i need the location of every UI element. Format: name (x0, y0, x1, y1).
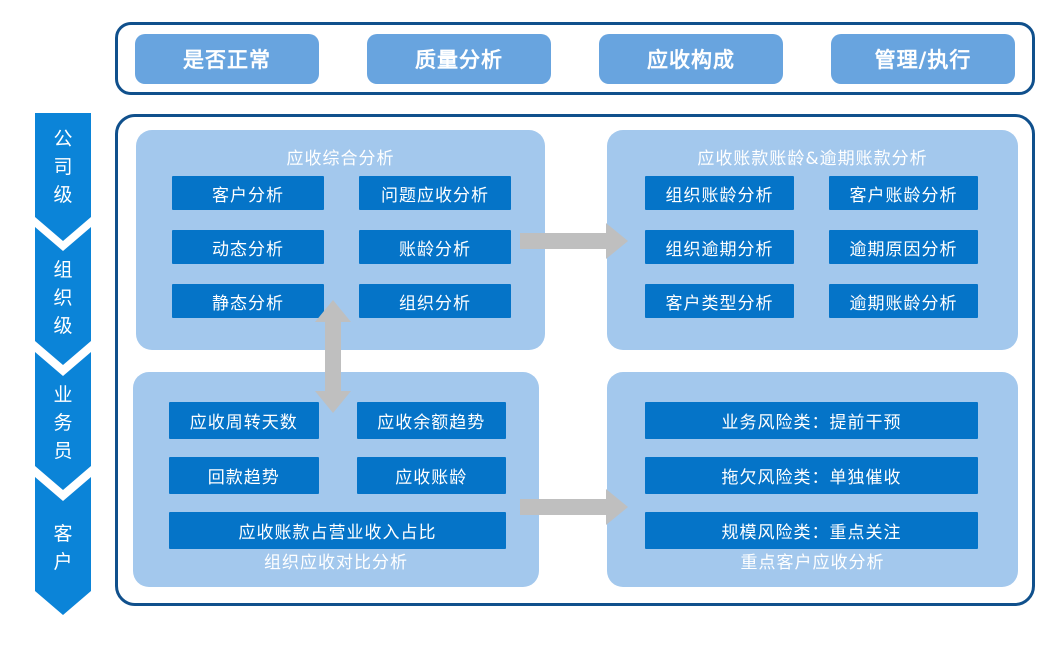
button-balance-trend[interactable]: 应收余额趋势 (356, 402, 506, 439)
level-label: 业务员 (53, 384, 73, 462)
level-chevron-organization: 组织级 (35, 227, 91, 365)
button-org-aging-analysis[interactable]: 组织账龄分析 (645, 176, 794, 210)
panel-button-grid: 应收周转天数 应收余额趋势 回款趋势 应收账龄 应收账款占营业收入占比 (169, 402, 506, 549)
panel-button-grid: 客户分析 问题应收分析 动态分析 账龄分析 静态分析 组织分析 (172, 176, 511, 318)
tab-normal-status[interactable]: 是否正常 (135, 33, 319, 84)
panel-aging-overdue-analysis: 应收账款账龄&逾期账款分析 组织账龄分析 客户账龄分析 组织逾期分析 逾期原因分… (607, 130, 1018, 350)
main-diagram-container: 应收综合分析 客户分析 问题应收分析 动态分析 账龄分析 静态分析 组织分析 应… (115, 114, 1035, 606)
button-org-overdue-analysis[interactable]: 组织逾期分析 (645, 230, 794, 264)
panel-title: 应收账款账龄&逾期账款分析 (697, 149, 928, 169)
button-turnover-days[interactable]: 应收周转天数 (169, 402, 319, 439)
level-chevron-customer: 客户 (35, 477, 91, 615)
button-customer-analysis[interactable]: 客户分析 (172, 176, 324, 210)
button-customer-type-analysis[interactable]: 客户类型分析 (645, 284, 794, 318)
panel-key-customer-analysis: 业务风险类：提前干预 拖欠风险类：单独催收 规模风险类：重点关注 重点客户应收分… (607, 372, 1018, 587)
button-collection-trend[interactable]: 回款趋势 (169, 457, 319, 494)
button-default-risk-separate-collection[interactable]: 拖欠风险类：单独催收 (645, 457, 978, 494)
panel-title: 应收综合分析 (286, 149, 395, 169)
button-aging-analysis[interactable]: 账龄分析 (359, 230, 511, 264)
tab-quality-analysis[interactable]: 质量分析 (367, 33, 551, 84)
button-organization-analysis[interactable]: 组织分析 (359, 284, 511, 318)
panel-title: 重点客户应收分析 (740, 553, 885, 573)
level-chevron-salesperson: 业务员 (35, 352, 91, 490)
panel-title: 组织应收对比分析 (264, 553, 408, 573)
button-customer-aging-analysis[interactable]: 客户账龄分析 (829, 176, 978, 210)
button-receivable-revenue-ratio[interactable]: 应收账款占营业收入占比 (169, 512, 506, 549)
top-tab-bar: 是否正常 质量分析 应收构成 管理/执行 (115, 22, 1035, 95)
tab-management-execution[interactable]: 管理/执行 (831, 33, 1015, 84)
panel-comprehensive-analysis: 应收综合分析 客户分析 问题应收分析 动态分析 账龄分析 静态分析 组织分析 (136, 130, 545, 350)
button-dynamic-analysis[interactable]: 动态分析 (172, 230, 324, 264)
button-overdue-aging-analysis[interactable]: 逾期账龄分析 (829, 284, 978, 318)
button-scale-risk-key-focus[interactable]: 规模风险类：重点关注 (645, 512, 978, 549)
level-label: 组织级 (53, 259, 73, 337)
tab-receivable-composition[interactable]: 应收构成 (599, 33, 783, 84)
panel-button-grid: 组织账龄分析 客户账龄分析 组织逾期分析 逾期原因分析 客户类型分析 逾期账龄分… (645, 176, 978, 318)
panel-org-comparison-analysis: 应收周转天数 应收余额趋势 回款趋势 应收账龄 应收账款占营业收入占比 组织应收… (133, 372, 539, 587)
button-static-analysis[interactable]: 静态分析 (172, 284, 324, 318)
button-business-risk-early-intervention[interactable]: 业务风险类：提前干预 (645, 402, 978, 439)
button-overdue-reason-analysis[interactable]: 逾期原因分析 (829, 230, 978, 264)
button-problem-receivable-analysis[interactable]: 问题应收分析 (359, 176, 511, 210)
panel-button-grid: 业务风险类：提前干预 拖欠风险类：单独催收 规模风险类：重点关注 (645, 402, 978, 549)
level-label: 客户 (53, 523, 73, 573)
level-chevron-company: 公司级 (35, 113, 91, 241)
level-label: 公司级 (53, 128, 73, 206)
button-receivable-aging[interactable]: 应收账龄 (356, 457, 506, 494)
